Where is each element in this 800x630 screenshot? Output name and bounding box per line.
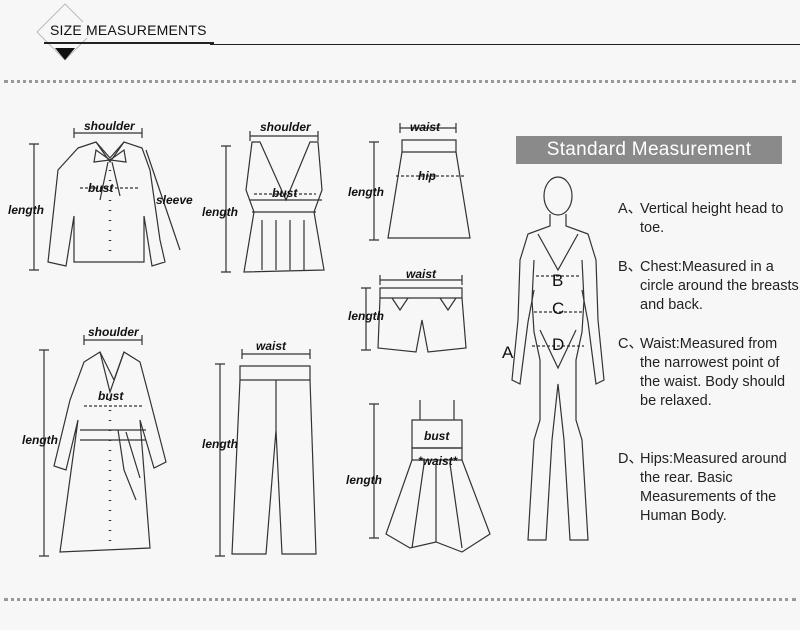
measurement-item-d-text: Hips:Measured around the rear. Basic Mea… xyxy=(640,451,787,524)
figure-letter-b: B xyxy=(552,271,563,290)
skirt-length-label: length xyxy=(348,185,384,199)
human-figure-diagram xyxy=(511,176,605,541)
coat-diagram xyxy=(39,335,167,557)
measurement-item-d-letter: D、 xyxy=(618,451,643,467)
standard-measurement-banner: Standard Measurement xyxy=(516,136,782,164)
measurement-item-a-letter: A、 xyxy=(618,201,643,217)
dress-length-label: length xyxy=(346,473,382,487)
measurement-item-c-text: Waist:Measured from the narrowest point … xyxy=(640,336,786,409)
dress-waist-label: *waist* xyxy=(418,454,459,468)
shorts-length-label: length xyxy=(348,309,384,323)
header-underline xyxy=(44,42,214,44)
coat-length-label: length xyxy=(22,433,58,447)
bottom-dotted-divider xyxy=(4,598,796,601)
dress-diagram xyxy=(369,400,491,553)
trousers-diagram xyxy=(215,349,317,557)
blouse-bust-label: bust xyxy=(88,181,114,195)
blouse-shoulder-label: shoulder xyxy=(84,119,136,133)
blouse-length-label: length xyxy=(8,203,44,217)
camisole-diagram xyxy=(221,131,325,273)
measurement-item-b-text: Chest:Measured in a circle around the br… xyxy=(640,259,799,313)
blouse-sleeve-label: sleeve xyxy=(156,193,193,207)
measurement-item-b-letter: B、 xyxy=(618,259,643,275)
trousers-length-label: length xyxy=(202,437,238,451)
figure-letter-c: C xyxy=(552,299,564,318)
coat-bust-label: bust xyxy=(98,389,124,403)
camisole-length-label: length xyxy=(202,205,238,219)
header-rule xyxy=(210,44,800,45)
figure-letter-d: D xyxy=(552,335,564,354)
figure-letter-a: A xyxy=(502,343,514,362)
shorts-waist-label: waist xyxy=(406,267,437,281)
shorts-diagram xyxy=(361,275,467,353)
skirt-diagram xyxy=(369,123,471,241)
skirt-waist-label: waist xyxy=(410,120,441,134)
top-dotted-divider xyxy=(4,80,796,83)
skirt-hip-label: hip xyxy=(418,169,436,183)
camisole-bust-label: bust xyxy=(272,186,298,200)
coat-shoulder-label: shoulder xyxy=(88,325,140,339)
camisole-shoulder-label: shoulder xyxy=(260,120,312,134)
blouse-diagram xyxy=(29,128,181,271)
measurement-item-a-text: Vertical height head to toe. xyxy=(640,201,784,236)
measurement-item-c-letter: C、 xyxy=(618,336,643,352)
trousers-waist-label: waist xyxy=(256,339,287,353)
dress-bust-label: bust xyxy=(424,429,450,443)
page-title: SIZE MEASUREMENTS xyxy=(48,22,209,38)
